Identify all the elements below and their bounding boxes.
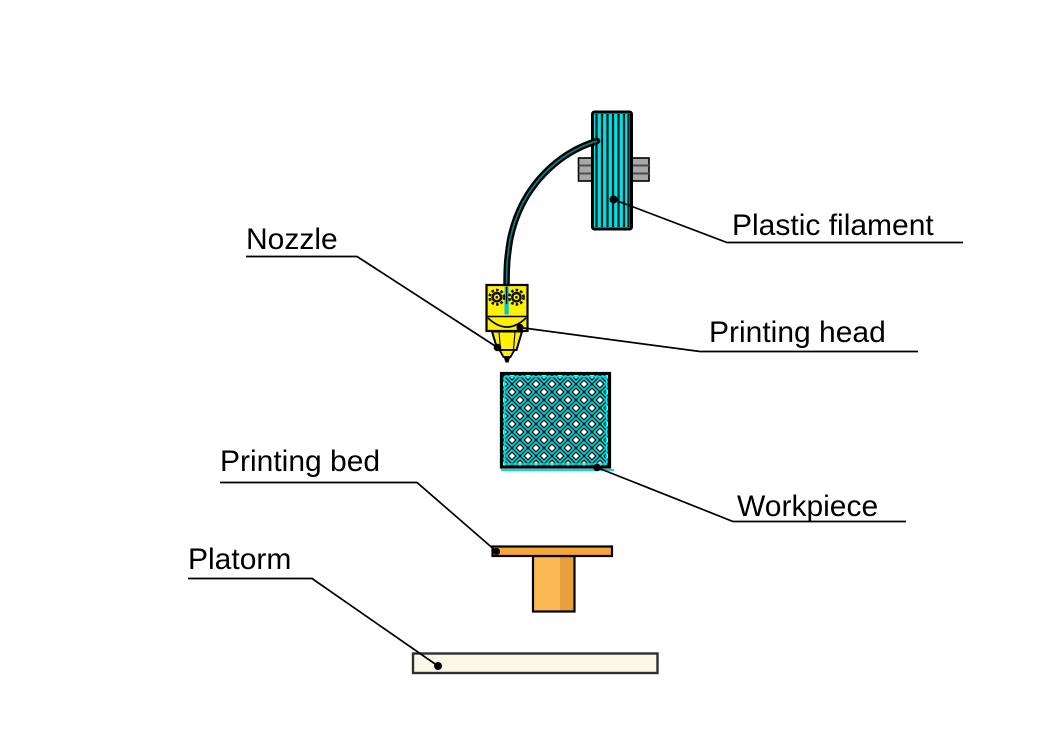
leader-line-nozzle bbox=[246, 255, 498, 349]
nozzle-cone bbox=[497, 349, 517, 358]
label-workpiece: Workpiece bbox=[737, 490, 878, 523]
label-nozzle: Nozzle bbox=[246, 223, 338, 256]
spool-filament-windings bbox=[595, 114, 630, 227]
leader-dot-plastic-filament bbox=[609, 195, 618, 204]
drive-gear-left-icon bbox=[488, 288, 506, 306]
label-printing-head: Printing head bbox=[709, 316, 886, 349]
drive-gear-right-icon bbox=[507, 288, 525, 306]
spool-axle-grooves bbox=[578, 164, 649, 175]
platform-bar bbox=[411, 652, 659, 675]
leader-dot-printing-bed bbox=[492, 547, 501, 556]
leader-line-plastic-filament bbox=[613, 198, 963, 244]
leader-dot-platform bbox=[434, 662, 442, 670]
nozzle-tip bbox=[503, 357, 511, 363]
label-platform: Platorm bbox=[188, 543, 291, 576]
workpiece-frame-accent bbox=[503, 375, 608, 465]
leader-line-platform bbox=[188, 577, 439, 667]
bed-plate bbox=[491, 545, 614, 558]
label-plastic-filament: Plastic filament bbox=[732, 209, 934, 242]
printing-bed bbox=[491, 545, 614, 613]
label-printing-bed: Printing bed bbox=[220, 445, 380, 478]
workpiece-infill bbox=[502, 374, 609, 467]
head-arc-line bbox=[487, 317, 527, 328]
filament-spool bbox=[577, 110, 650, 231]
spool-axle-right bbox=[630, 157, 650, 182]
leader-line-workpiece bbox=[596, 466, 906, 523]
workpiece bbox=[499, 371, 614, 471]
printing-head bbox=[485, 283, 529, 363]
leader-line-printing-bed bbox=[220, 481, 498, 553]
tube-core bbox=[505, 140, 598, 288]
leader-dot-nozzle bbox=[493, 343, 502, 352]
platform bbox=[411, 652, 659, 675]
leader-line-printing-head bbox=[519, 326, 918, 353]
filament-tube bbox=[503, 137, 601, 291]
workpiece-frame bbox=[499, 371, 612, 469]
spool-axle-left bbox=[577, 157, 594, 182]
leader-dot-workpiece bbox=[593, 463, 601, 472]
leader-dot-printing-head bbox=[516, 323, 524, 332]
pedestal-shade bbox=[560, 556, 574, 612]
